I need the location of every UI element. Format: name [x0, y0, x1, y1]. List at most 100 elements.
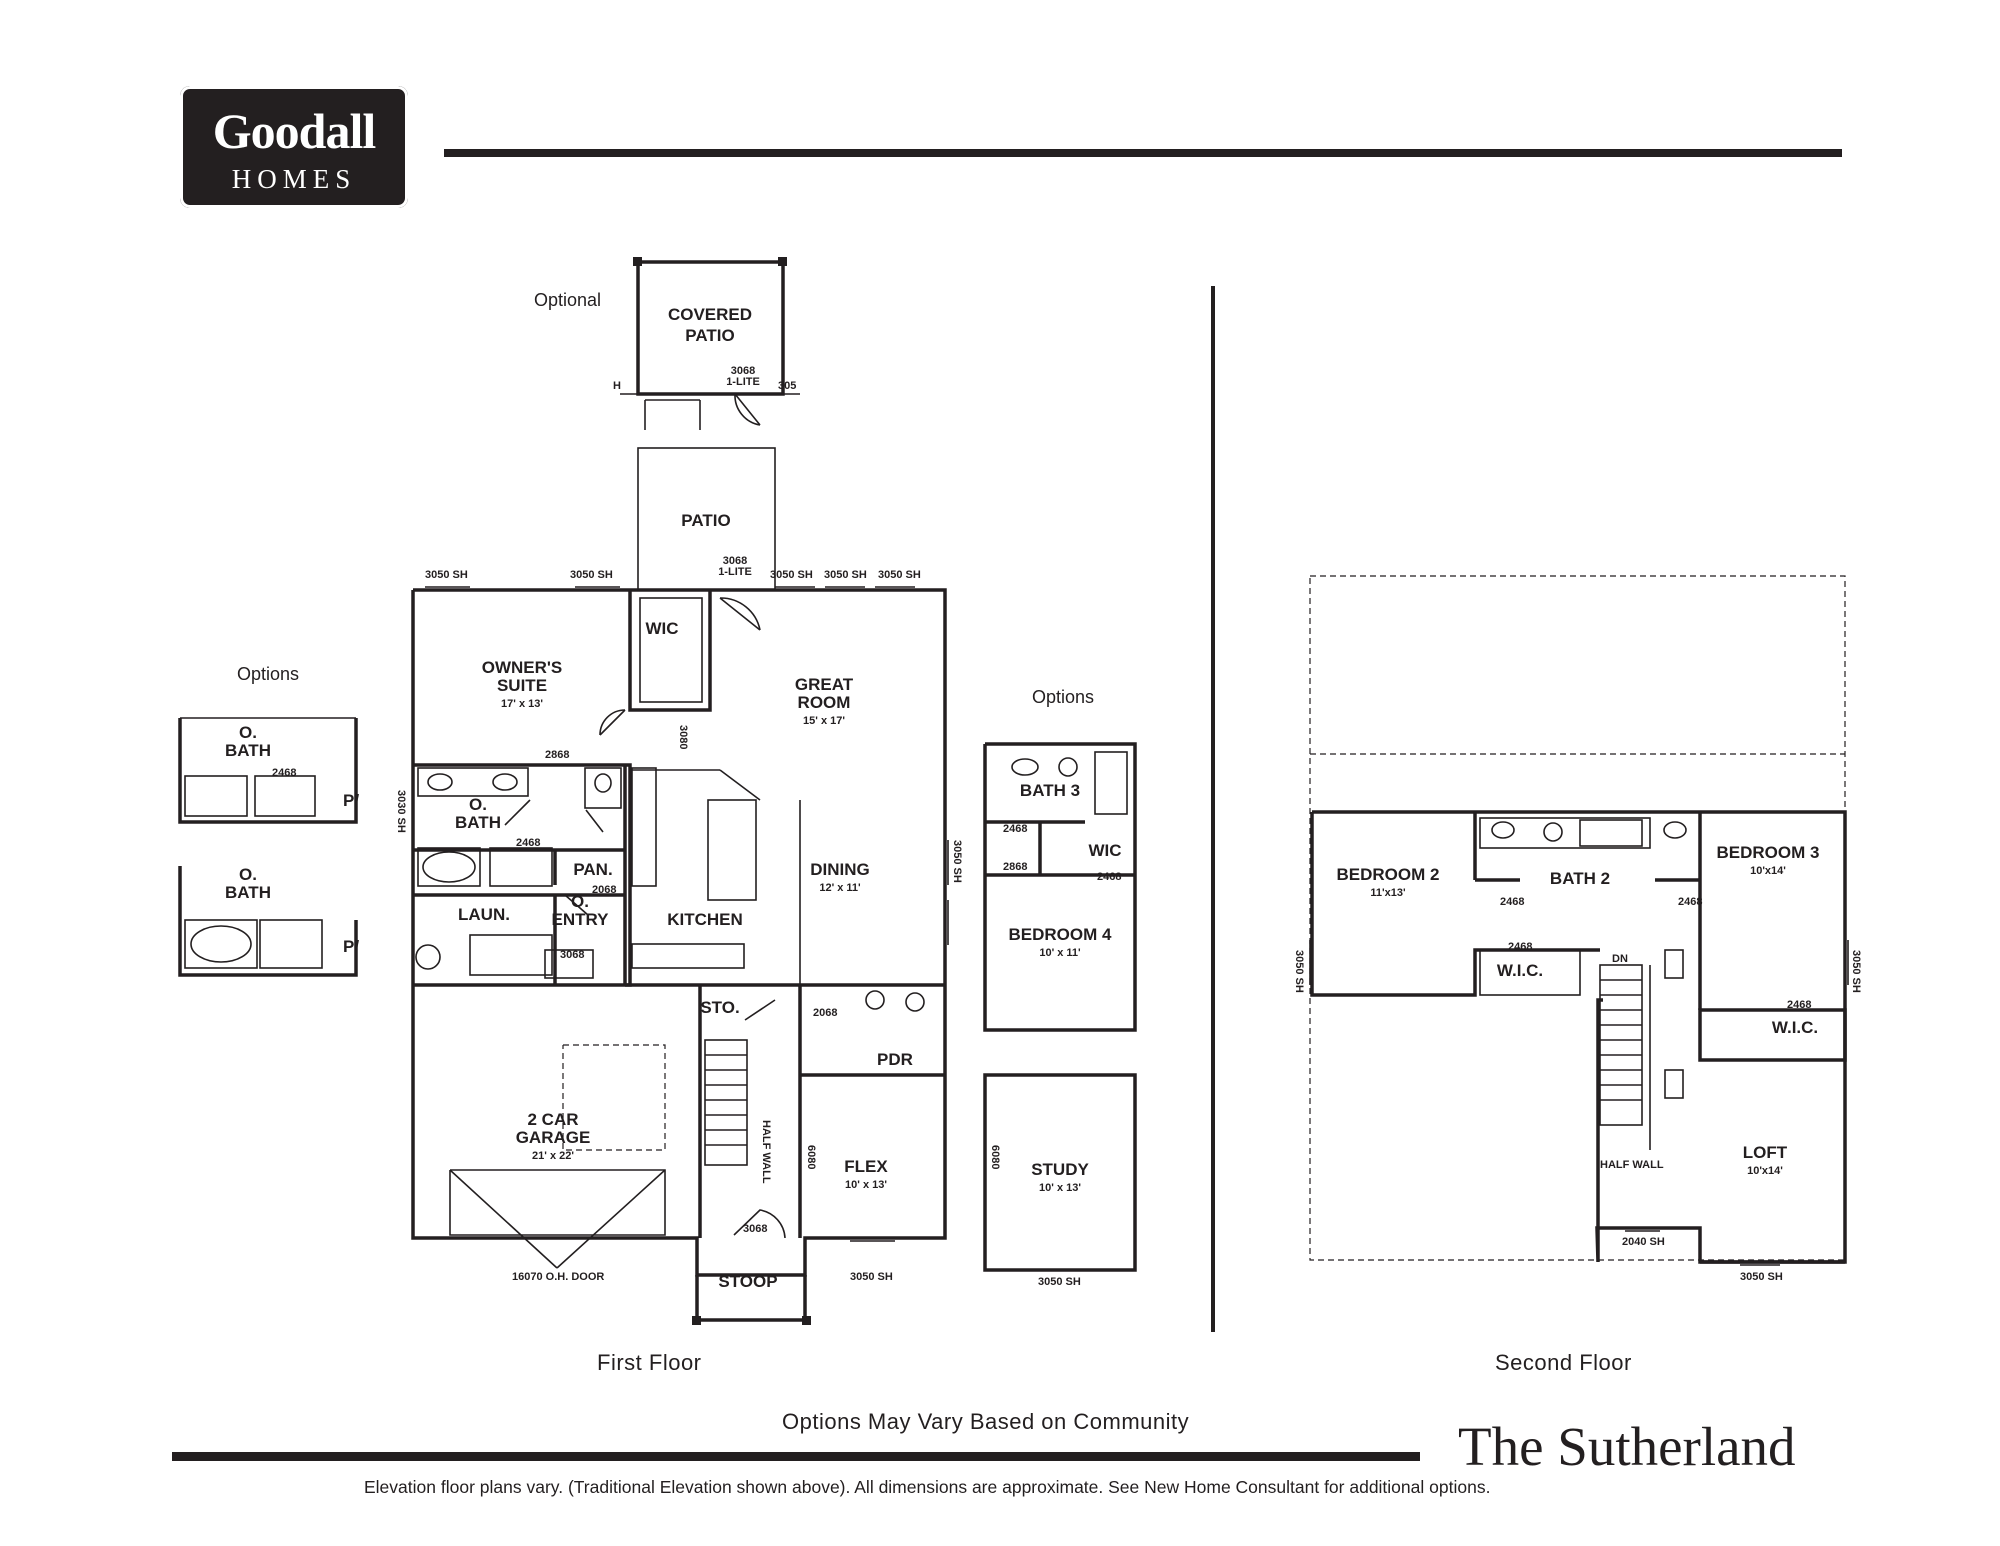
bedroom3-size: 10'x14' — [1750, 865, 1786, 877]
bedroom2-label: BEDROOM 2 — [1337, 865, 1440, 884]
bedroom4-label: BEDROOM 4 — [1009, 925, 1113, 944]
patio-door-dim: 3068 — [723, 555, 747, 567]
covered-patio-door-dim: 3068 — [731, 365, 755, 377]
great-room-label-2: ROOM — [798, 693, 851, 712]
options-right: Options BATH 3 WIC BEDROOM 4 10' x 11' 2… — [983, 687, 1137, 1288]
covered-patio-label-1: COVERED — [668, 305, 752, 324]
bath2-label: BATH 2 — [1550, 869, 1610, 888]
flex-label: FLEX — [844, 1157, 888, 1176]
logo-line2: HOMES — [231, 164, 357, 194]
great-room-size: 15' x 17' — [803, 715, 845, 727]
logo-line1: Goodall — [212, 103, 376, 159]
window-dim: 3050 SH — [850, 1271, 893, 1283]
door-dim: 2468 — [1787, 999, 1811, 1011]
bedroom2-size: 11'x13' — [1370, 887, 1406, 899]
window-dim: 3050 SH — [425, 569, 468, 581]
first-floor-caption: First Floor — [597, 1350, 702, 1375]
window-dim-vertical: 3050 SH — [1293, 950, 1305, 993]
window-dim-vertical: 3050 SH — [1850, 950, 1862, 993]
first-floor-windows — [425, 586, 949, 1242]
door-dim: 2068 — [813, 1007, 837, 1019]
o-bath-label-2: BATH — [455, 813, 501, 832]
door-dim: 3068 — [560, 949, 584, 961]
option-wic-label: WIC — [1088, 841, 1121, 860]
option-b-cut: P/ — [343, 937, 359, 956]
option-a-label-2: BATH — [225, 741, 271, 760]
wic-a-label: W.I.C. — [1497, 961, 1543, 980]
door-dim: 2468 — [1500, 896, 1524, 908]
half-wall-label: HALF WALL — [1600, 1159, 1664, 1171]
option-a-cut: P/ — [343, 791, 359, 810]
option-a-dim: 2468 — [272, 767, 296, 779]
door-dim: 2468 — [1097, 871, 1121, 883]
storage-label: STO. — [700, 998, 739, 1017]
mark-h: H — [613, 380, 621, 392]
options-vary-caption: Options May Vary Based on Community — [782, 1409, 1190, 1434]
option-b-label-2: BATH — [225, 883, 271, 902]
window-dim: 3050 SH — [570, 569, 613, 581]
door-dim: 2468 — [1678, 896, 1702, 908]
laundry-label: LAUN. — [458, 905, 510, 924]
loft-label: LOFT — [1743, 1143, 1788, 1162]
bedroom4-size: 10' x 11' — [1039, 947, 1081, 959]
mark-305: 305 — [778, 380, 796, 392]
disclaimer-note: Elevation floor plans vary. (Traditional… — [364, 1477, 1491, 1497]
second-stair-treads — [1600, 979, 1642, 1101]
owners-suite-label-2: SUITE — [497, 676, 547, 695]
window-dim: 3050 SH — [824, 569, 867, 581]
garage-size: 21' x 22' — [532, 1150, 574, 1162]
great-room-label-1: GREAT — [795, 675, 854, 694]
door-dim: 2468 — [1508, 941, 1532, 953]
door-dim: 2868 — [1003, 861, 1027, 873]
owners-suite-label-1: OWNER'S — [482, 658, 563, 677]
window-dim: 3050 SH — [1740, 1271, 1783, 1283]
stair-treads — [705, 1054, 747, 1146]
window-dim: 3050 SH — [878, 569, 921, 581]
garage-label-2: GARAGE — [516, 1128, 591, 1147]
option-b-label-1: O. — [239, 865, 257, 884]
o-bath-label-1: O. — [469, 795, 487, 814]
option-a-label-1: O. — [239, 723, 257, 742]
opening-dim: 6080 — [805, 1145, 817, 1169]
owners-suite-size: 17' x 13' — [501, 698, 543, 710]
stoop-label: STOOP — [718, 1272, 777, 1291]
window-dim-vertical: 3050 SH — [951, 840, 963, 883]
bath3-label: BATH 3 — [1020, 781, 1080, 800]
wic-walls — [628, 590, 712, 712]
study-label: STUDY — [1031, 1160, 1089, 1179]
window-dim: 3050 SH — [770, 569, 813, 581]
window-dim-vertical: 3030 SH — [395, 790, 407, 833]
options-left: Options O. BATH 2468 P/ O. BATH P/ — [178, 664, 359, 977]
opening-dim: 6080 — [989, 1145, 1001, 1169]
door-dim: 2468 — [516, 837, 540, 849]
patio-door-lite: 1-LITE — [718, 566, 752, 578]
second-floor-plan: BEDROOM 2 11'x13' BATH 2 BEDROOM 3 10'x1… — [1293, 575, 1862, 1283]
goodall-homes-logo: Goodall HOMES — [180, 86, 408, 208]
door-dim: 2868 — [545, 749, 569, 761]
door-dim: 2068 — [592, 884, 616, 896]
half-wall-label: HALF WALL — [760, 1120, 772, 1184]
second-floor-caption: Second Floor — [1495, 1350, 1632, 1375]
powder-label: PDR — [877, 1050, 913, 1069]
floor-divider — [1211, 286, 1215, 1332]
first-floor-plan: Optional COVERED PATIO 3068 1-LITE H 305… — [395, 257, 963, 1325]
covered-patio-label-2: PATIO — [685, 326, 734, 345]
window-dim: 2040 SH — [1622, 1236, 1665, 1248]
study-size: 10' x 13' — [1039, 1182, 1081, 1194]
plan-name: The Sutherland — [1458, 1416, 1796, 1477]
optional-label: Optional — [534, 290, 601, 310]
covered-patio-door-lite: 1-LITE — [726, 376, 760, 388]
garage-door-dim: 16070 O.H. DOOR — [512, 1271, 604, 1283]
kitchen-label: KITCHEN — [667, 910, 743, 929]
stair-down-label: DN — [1612, 953, 1628, 965]
door-dim: 3068 — [743, 1223, 767, 1235]
pantry-label: PAN. — [573, 860, 612, 879]
wic-label: WIC — [645, 619, 678, 638]
dining-size: 12' x 11' — [819, 882, 861, 894]
options-right-title: Options — [1032, 687, 1094, 707]
header-rule — [444, 149, 1842, 157]
wic-b-label: W.I.C. — [1772, 1018, 1818, 1037]
opening-dim: 3080 — [677, 725, 689, 749]
dining-label: DINING — [810, 860, 870, 879]
